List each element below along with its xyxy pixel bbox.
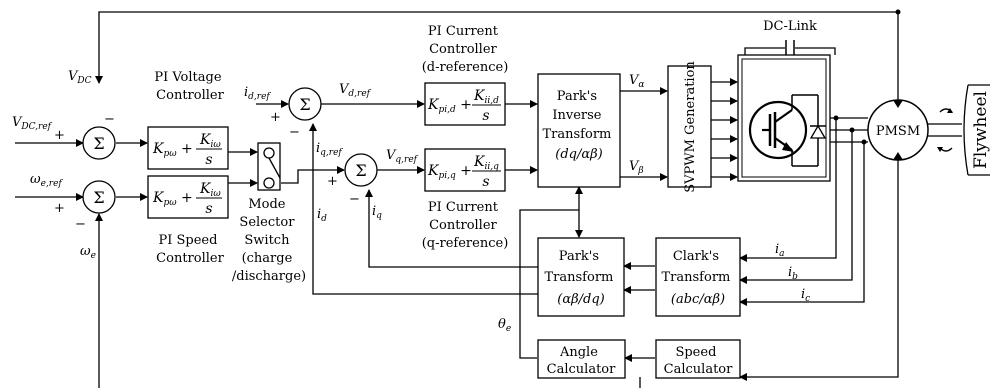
pi-voltage-num: Kiω (199, 132, 221, 150)
svg-text:Speed Calculator: Speed Calculator (664, 345, 733, 377)
pi-speed-formula: Kpω + (152, 190, 193, 208)
vq-ref-label: Vq,ref (386, 148, 419, 165)
ic-label: ic (801, 287, 810, 304)
junction-dots (833, 9, 901, 145)
iq-ref-label: iq,ref (316, 141, 343, 158)
svg-text:Park's Inverse Tra: Park's Inverse Transform (dq/αβ) (543, 89, 616, 162)
omega-ref-label: ωe,ref (30, 172, 63, 189)
sum-junction-q: Σ (344, 153, 378, 187)
sign-markers: + − + − + − + − (54, 110, 360, 232)
pi-speed-title: PI Speed Controller (156, 233, 224, 266)
plus-sign: + (54, 128, 65, 143)
minus-sign: − (349, 192, 360, 207)
pi-voltage-title: PI Voltage Controller (154, 70, 225, 103)
signal-wires (15, 11, 962, 388)
omega-e-label: ωe (80, 244, 96, 261)
ib-label: ib (788, 265, 798, 282)
v-beta-label: Vβ (629, 159, 644, 176)
pi-q-num: Kii,q (473, 154, 499, 172)
svg-text:s: s (205, 201, 212, 217)
pi-voltage-formula: Kpω + (152, 141, 193, 159)
sum-symbol: Σ (93, 134, 104, 153)
igbt-icon (748, 100, 808, 160)
pi-current-q-title: PI Current Controller (q-reference) (422, 200, 509, 251)
mode-selector-title: Mode Selector Switch (charge /discharge) (232, 197, 306, 284)
pi-q-formula: Kpi,q + (427, 163, 472, 181)
minus-sign: − (75, 217, 86, 232)
id-label: id (317, 207, 327, 224)
dc-link-capacitor: DC-Link (763, 19, 817, 56)
flywheel: Flywheel (963, 84, 990, 176)
plus-sign: + (54, 201, 65, 216)
rotation-arrows-icon (937, 108, 953, 152)
pmsm-motor: PMSM (867, 99, 929, 161)
pi-speed-controller-block: Kpω + Kiω s (147, 175, 229, 219)
pi-d-num: Kii,d (473, 88, 499, 106)
flywheel-label: Flywheel (971, 91, 990, 169)
pi-current-q-block: Kpi,q + Kii,q s (424, 148, 506, 192)
pi-voltage-controller-block: Kpω + Kiω s (147, 126, 229, 170)
sum-junction-vdc: Σ (82, 126, 116, 160)
svg-text:s: s (482, 174, 489, 190)
mode-selector-switch (257, 142, 281, 191)
sum-symbol: Σ (355, 161, 366, 180)
v-alpha-label: Vα (629, 73, 644, 90)
minus-sign: − (104, 112, 115, 127)
sum-symbol: Σ (93, 188, 104, 207)
svg-text:Park's Transform (: Park's Transform (αβ/dq) (545, 249, 618, 307)
diode-icon (809, 124, 827, 139)
svpwm-generation-block: SVPWM Generation (667, 61, 712, 193)
park-inverse-transform-block: Park's Inverse Transform (dq/αβ) (537, 73, 621, 188)
angle-calculator-block: Angle Calculator (537, 339, 626, 379)
svg-text:Clark's Transform: Clark's Transform (abc/αβ) (662, 249, 735, 307)
id-ref-label: id,ref (244, 85, 271, 102)
park-transform-block: Park's Transform (αβ/dq) (537, 237, 625, 317)
vdc-label: VDC (68, 69, 92, 86)
sum-junction-speed: Σ (82, 180, 116, 214)
svg-text:Angle Calculator: Angle Calculator (547, 345, 616, 377)
minus-sign: − (289, 125, 300, 140)
sum-junction-d: Σ (288, 87, 322, 121)
theta-e-label: θe (498, 317, 511, 334)
iq-label: iq (372, 204, 382, 221)
dc-link-label: DC-Link (763, 19, 817, 34)
pi-current-d-block: Kpi,d + Kii,d s (424, 82, 506, 126)
svg-text:SVPWM Generation: SVPWM Generation (683, 61, 698, 193)
pi-d-formula: Kpi,d + (427, 97, 472, 115)
vd-ref-label: Vd,ref (339, 82, 372, 99)
plus-sign: + (270, 110, 281, 125)
svg-text:s: s (205, 152, 212, 168)
speed-calculator-block: Speed Calculator (655, 339, 741, 379)
sum-symbol: Σ (299, 95, 310, 114)
pi-speed-num: Kiω (199, 181, 221, 199)
plus-sign: + (327, 174, 338, 189)
ia-label: ia (775, 242, 785, 259)
inverter-block (737, 54, 831, 182)
pi-current-d-title: PI Current Controller (d-reference) (422, 24, 509, 75)
pmsm-label: PMSM (876, 124, 920, 139)
svg-text:s: s (482, 108, 489, 124)
vdc-ref-label: VDC,ref (12, 115, 53, 132)
clark-transform-block: Clark's Transform (abc/αβ) (655, 237, 741, 317)
